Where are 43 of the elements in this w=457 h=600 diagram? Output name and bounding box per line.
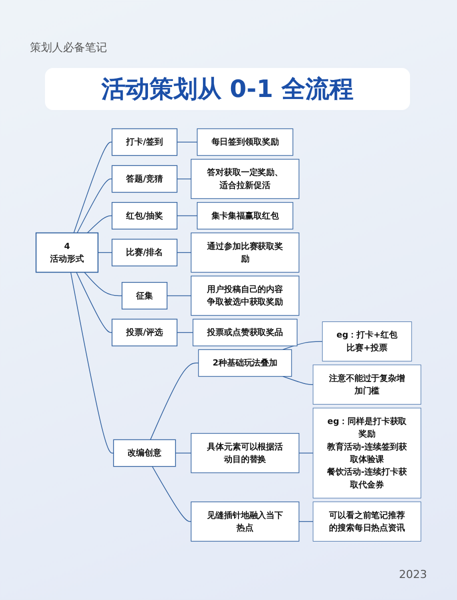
connector [98, 252, 112, 253]
node-box: 比赛/排名 [112, 238, 178, 266]
connector [176, 178, 192, 180]
node-box: 答题/竞猜 [112, 165, 178, 193]
node-box: 答对获取一定奖励、适合拉新促活 [190, 158, 300, 199]
node-box: eg：打卡+红包 比赛+投票 [322, 322, 412, 362]
connector [73, 142, 112, 234]
connector [86, 215, 112, 234]
node-box: 注意不能过于复杂增加门槛 [312, 364, 422, 405]
connector [176, 252, 192, 253]
node-box: 红包/抽奖 [112, 202, 178, 230]
connector [175, 452, 192, 454]
node-box: 2种基础玩法叠加 [198, 349, 292, 377]
node-box: 可以看之前笔记推荐的搜索每日热点资讯 [312, 502, 422, 542]
connector [76, 178, 112, 234]
connector [70, 272, 114, 454]
node-box: 具体元素可以根据活动目的替换 [190, 433, 300, 474]
node-box: 投票或点赞获取奖品 [192, 318, 298, 346]
node-box: 改编创意 [113, 439, 176, 467]
node-box: 打卡/签到 [112, 128, 178, 156]
node-box: 见缝插针地融入当下热点 [190, 502, 300, 542]
year-text: 2023 [399, 568, 427, 581]
subtitle-text: 策划人必备笔记 [30, 40, 107, 55]
title-banner: 活动策划从 0-1 全流程 [45, 68, 410, 110]
node-box: 4 活动形式 [36, 232, 98, 273]
node-box: 集卡集福赢取红包 [196, 202, 294, 230]
connector [176, 215, 198, 216]
node-box: 通过参加比赛获取奖励 [190, 232, 300, 273]
connector [282, 341, 323, 350]
connector [282, 376, 314, 385]
connector [298, 521, 314, 522]
connector [150, 362, 199, 440]
node-box: 用户投稿自己的内容争取被选中获取奖励 [190, 276, 300, 316]
connector [298, 452, 314, 454]
node-box: eg：同样是打卡获取奖励 教育活动-连续签到获取体验课 餐饮活动-连续打卡获取代金券 [312, 408, 422, 498]
connector [84, 272, 122, 296]
connector [166, 295, 192, 296]
connector [176, 332, 194, 333]
node-box: 投票/评选 [112, 318, 178, 346]
connector [76, 272, 112, 333]
connector [152, 466, 192, 522]
node-box: 征集 [122, 282, 168, 310]
node-box: 每日签到领取奖励 [196, 128, 294, 156]
